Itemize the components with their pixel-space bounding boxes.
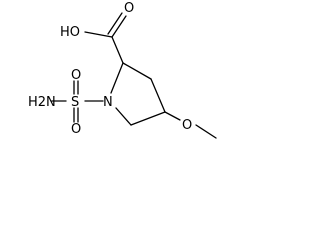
structure-diagram: HO O N S O O H2N O	[0, 0, 236, 158]
bond-c2-c3	[122, 62, 152, 80]
bond-c2-cooh	[111, 36, 124, 64]
atom-labels: HO O N S O O H2N O	[28, 1, 192, 137]
bond-c4-o	[164, 111, 181, 121]
carbonyl-oxygen-label: O	[124, 1, 134, 16]
ring-nitrogen-label: N	[103, 95, 113, 110]
sulfonyl-oxygen-top-label: O	[71, 68, 81, 83]
sulfonyl-oxygen-bottom-label: O	[71, 122, 81, 137]
bond-c-oh	[84, 31, 113, 38]
bond-o-ch3	[195, 124, 217, 139]
amine-label: H2N	[28, 95, 56, 110]
bonds	[51, 12, 217, 139]
ether-oxygen-label: O	[182, 118, 192, 133]
bond-c-o-double-a	[111, 15, 127, 38]
bond-c-o-double-b	[107, 12, 123, 35]
bond-n1-c2	[110, 62, 124, 94]
bond-c3-c4	[150, 78, 166, 113]
sulfur-label: S	[71, 95, 79, 110]
molecule-drawing: HO O N S O O H2N O	[28, 1, 217, 139]
bond-c4-c5	[130, 111, 166, 126]
hydroxyl-label: HO	[60, 25, 80, 40]
bond-c5-n1	[115, 107, 132, 126]
